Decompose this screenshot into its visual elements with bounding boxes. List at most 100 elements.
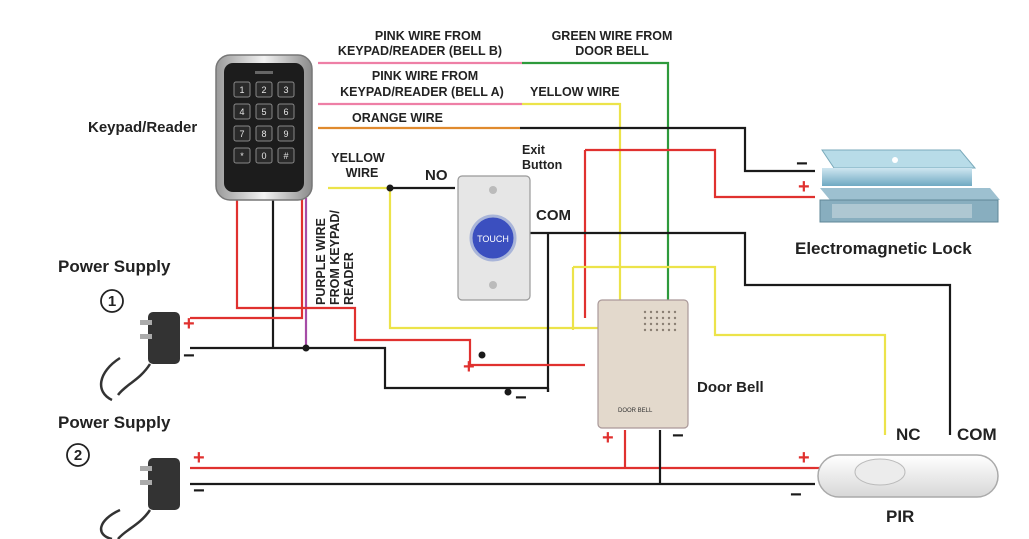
- keypad-key: [277, 147, 295, 164]
- exit-minus-sign: −: [515, 387, 527, 409]
- keypad-key-label: 9: [283, 129, 288, 139]
- ps1-positive: [190, 306, 585, 367]
- junctions: [302, 184, 512, 396]
- grille-hole: [673, 328, 677, 332]
- pir-sensor: [817, 454, 999, 498]
- grille-hole: [667, 328, 671, 332]
- pink-wire-b-label-2: KEYPAD/READER (BELL B): [338, 44, 502, 58]
- bell-plus-sign: +: [602, 427, 614, 449]
- keypad-key-label: 0: [261, 151, 266, 161]
- grille-hole: [643, 328, 647, 332]
- lock-negative-wire: [520, 126, 815, 173]
- grille-hole: [649, 322, 653, 326]
- door-bell-plate: DOOR BELL: [618, 408, 653, 414]
- grille-hole: [649, 316, 653, 320]
- yellow-wire-left-label-1: YELLOW: [331, 151, 385, 165]
- keypad-key: [277, 125, 295, 142]
- lock-minus-sign: −: [796, 153, 808, 175]
- ps1-negative: [190, 346, 548, 390]
- polarity-signs: − + + − + − + − + − + −: [183, 153, 810, 506]
- grille-hole: [643, 322, 647, 326]
- yellow-wire-left-label-2: WIRE: [346, 166, 379, 180]
- pink-wire-a-label-2: KEYPAD/READER (BELL A): [340, 85, 504, 99]
- keypad-key-label: 4: [239, 107, 244, 117]
- grille-hole: [643, 310, 647, 314]
- keypad-reader-label: Keypad/Reader: [88, 119, 197, 136]
- exit-button-label-1: Exit: [522, 143, 546, 157]
- keypad-key: [255, 147, 273, 164]
- power-adapter-1: [99, 312, 180, 402]
- pir-nc-wire: [573, 265, 887, 435]
- no-label: NO: [425, 167, 448, 184]
- keypad-key-label: #: [283, 151, 288, 161]
- keypad-key: [277, 81, 295, 98]
- grille-hole: [667, 316, 671, 320]
- grille-hole: [673, 310, 677, 314]
- com-pir-label: COM: [957, 425, 997, 444]
- svg-text:PURPLE WIRE: PURPLE WIRE: [314, 218, 328, 305]
- pink-wire-b-label-1: PINK WIRE FROM: [375, 29, 481, 43]
- bell-grille: [643, 310, 677, 332]
- svg-text:FROM KEYPAD/: FROM KEYPAD/: [328, 210, 342, 305]
- power-supply-2-label: Power Supply: [58, 413, 171, 432]
- keypad-red-wire: [235, 198, 302, 310]
- grille-hole: [649, 328, 653, 332]
- exit-button: TOUCH: [457, 175, 531, 301]
- keypad-key: [233, 103, 251, 120]
- pir-label: PIR: [886, 507, 914, 526]
- power-supply-1-label: Power Supply: [58, 257, 171, 276]
- grille-hole: [655, 328, 659, 332]
- svg-text:1: 1: [108, 293, 116, 310]
- power-supply-1-number: 1: [100, 289, 124, 313]
- yellow-wire-top: [522, 102, 622, 300]
- labels: PINK WIRE FROM KEYPAD/READER (BELL B) GR…: [58, 29, 997, 526]
- keypad-indicator: [255, 71, 273, 74]
- keypad-key-label: 3: [283, 85, 288, 95]
- keypad-key-label: 2: [261, 85, 266, 95]
- grille-hole: [643, 316, 647, 320]
- bell-minus-sign: −: [672, 425, 684, 447]
- door-bell: DOOR BELL: [597, 299, 689, 429]
- ps2-minus-sign: −: [193, 480, 205, 502]
- lock-positive-wire: [585, 148, 815, 199]
- keypad-key: [233, 81, 251, 98]
- green-wire-label-2: DOOR BELL: [575, 44, 649, 58]
- lock-plus-sign: +: [798, 176, 810, 198]
- keypad-key: [255, 125, 273, 142]
- grille-hole: [661, 322, 665, 326]
- ps1-minus-sign: −: [183, 345, 195, 367]
- purple-wire-label: PURPLE WIRE FROM KEYPAD/ READER: [314, 210, 356, 305]
- green-wire: [522, 61, 670, 300]
- grille-hole: [655, 322, 659, 326]
- power-adapter-2: [100, 458, 180, 539]
- ps2-plus-sign: +: [193, 447, 205, 469]
- orange-wire-label: ORANGE WIRE: [352, 111, 443, 125]
- svg-text:READER: READER: [342, 252, 356, 305]
- grille-hole: [673, 322, 677, 326]
- keypad-key: [277, 103, 295, 120]
- yellow-wire-left: [328, 186, 655, 330]
- grille-hole: [673, 316, 677, 320]
- grille-hole: [667, 322, 671, 326]
- electromagnetic-lock: [819, 149, 1000, 223]
- grille-hole: [667, 310, 671, 314]
- com-exit-label: COM: [536, 207, 571, 224]
- grille-hole: [661, 328, 665, 332]
- exit-plus-sign: +: [463, 356, 475, 378]
- keypad-key-label: 1: [239, 85, 244, 95]
- keypad-key-label: 6: [283, 107, 288, 117]
- keypad-key-label: *: [240, 151, 244, 161]
- power-supply-2-number: 2: [66, 443, 90, 467]
- exit-button-label-2: Button: [522, 158, 562, 172]
- touch-label: TOUCH: [477, 234, 509, 244]
- keypad-key-label: 7: [239, 129, 244, 139]
- grille-hole: [655, 310, 659, 314]
- nc-label: NC: [896, 425, 921, 444]
- keypad-key-label: 8: [261, 129, 266, 139]
- grille-hole: [661, 310, 665, 314]
- grille-hole: [649, 310, 653, 314]
- yellow-wire-top-label: YELLOW WIRE: [530, 85, 620, 99]
